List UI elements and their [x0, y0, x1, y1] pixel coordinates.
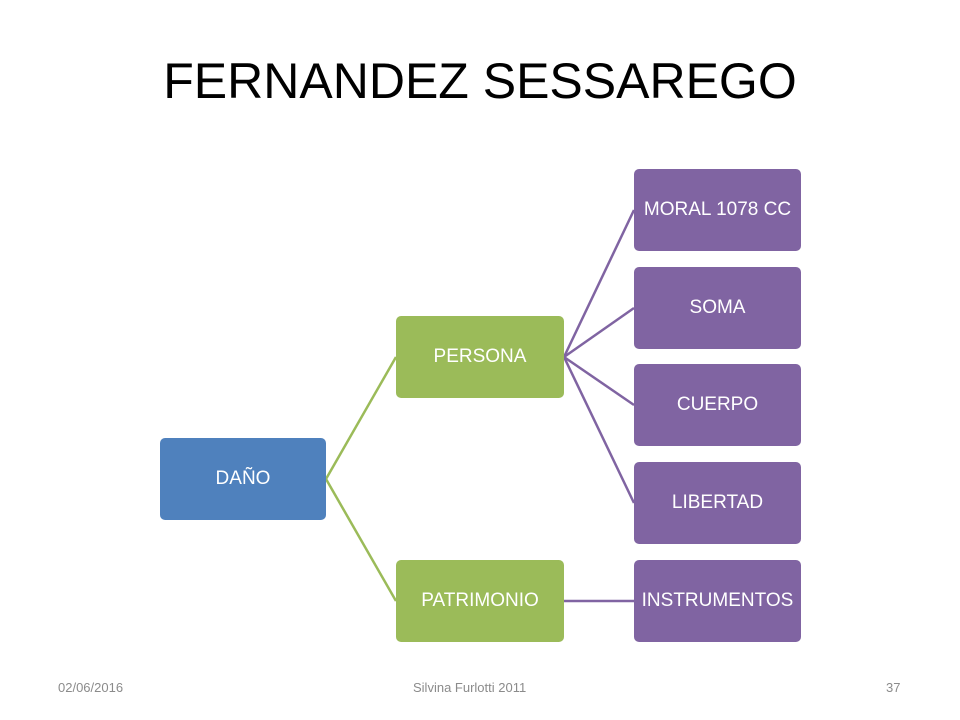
node-patrimonio-label: PATRIMONIO	[421, 590, 539, 611]
node-moral: MORAL 1078 CC	[634, 169, 801, 251]
node-persona: PERSONA	[396, 316, 564, 398]
connector-persona-cuerpo	[563, 355, 635, 407]
node-soma-label: SOMA	[689, 297, 746, 318]
connector-persona-libertad	[562, 356, 636, 504]
node-libertad: LIBERTAD	[634, 462, 801, 544]
connector-dano-persona	[324, 356, 398, 480]
connector-dano-patrimonio	[324, 478, 398, 602]
node-dano-label: DAÑO	[215, 468, 271, 489]
footer-author: Silvina Furlotti 2011	[413, 680, 527, 695]
node-dano: DAÑO	[160, 438, 326, 520]
node-soma: SOMA	[634, 267, 801, 349]
node-libertad-label: LIBERTAD	[671, 492, 764, 513]
connector-persona-soma	[563, 306, 635, 359]
footer-date: 02/06/2016	[58, 680, 124, 695]
node-cuerpo: CUERPO	[634, 364, 801, 446]
node-patrimonio: PATRIMONIO	[396, 560, 564, 642]
node-instrumentos: INSTRUMENTOS	[634, 560, 801, 642]
slide-title: FERNANDEZ SESSAREGO	[163, 53, 797, 109]
connector-persona-moral	[562, 209, 636, 358]
node-persona-label: PERSONA	[433, 346, 527, 367]
footer-page-number: 37	[886, 680, 901, 695]
node-cuerpo-label: CUERPO	[676, 394, 759, 415]
node-moral-label: MORAL 1078 CC	[643, 199, 792, 220]
node-instrumentos-label: INSTRUMENTOS	[641, 590, 794, 611]
